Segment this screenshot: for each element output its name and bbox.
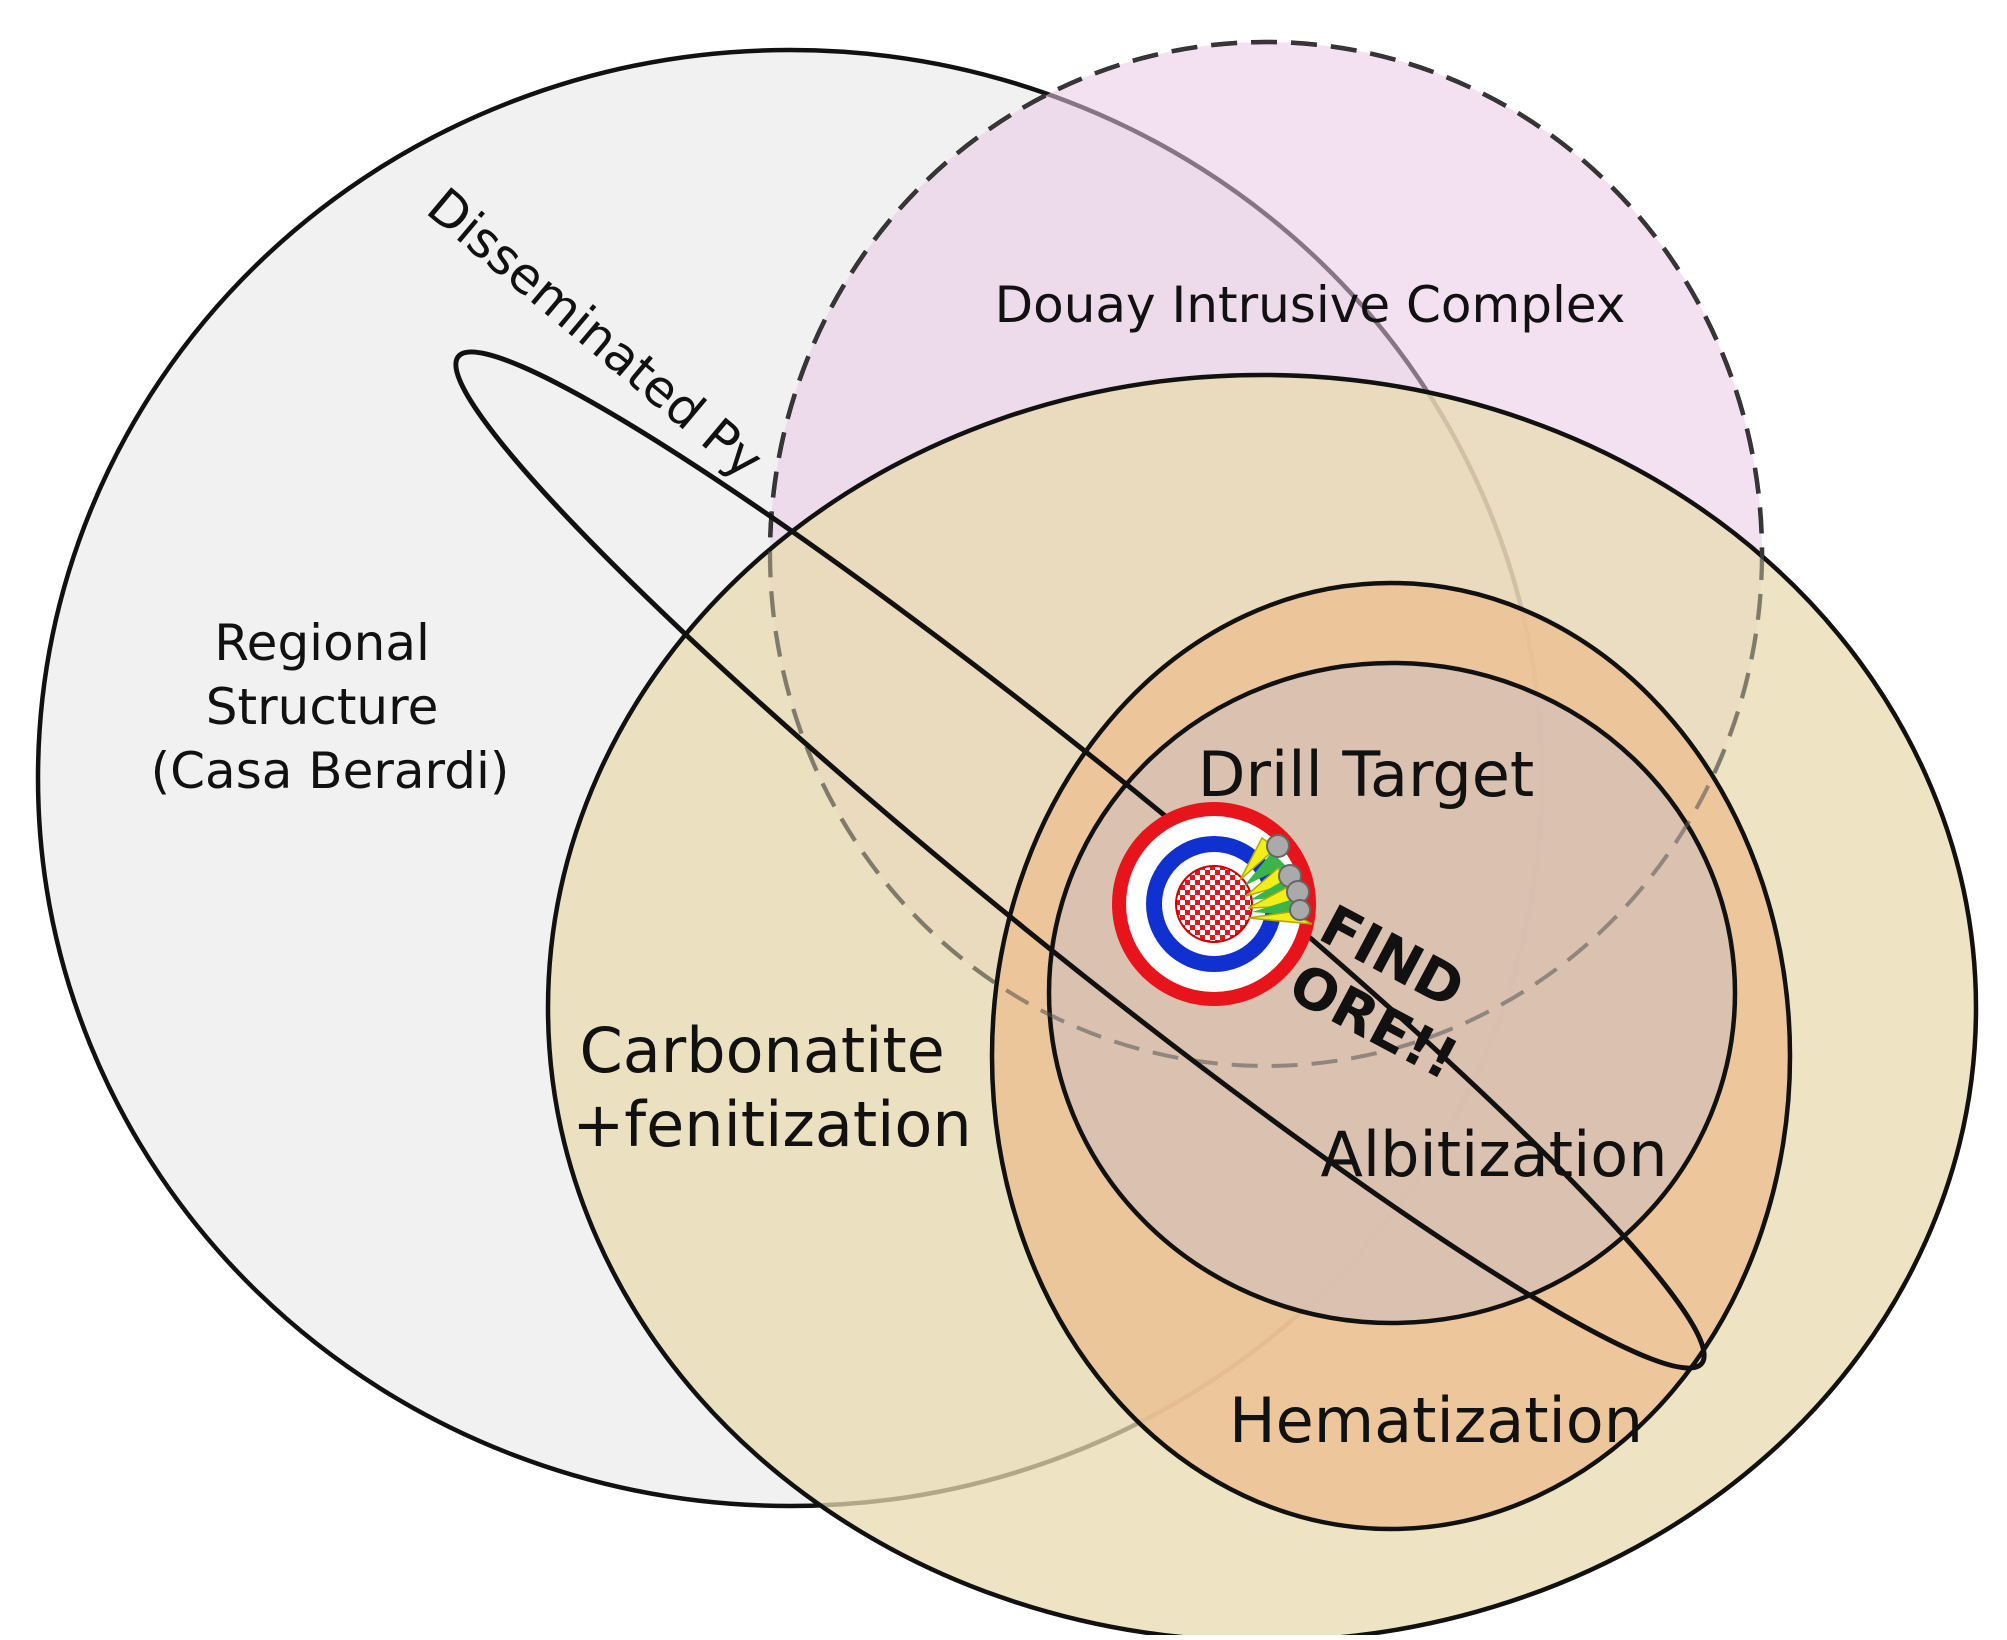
disseminated-py-ellipse	[453, 349, 1707, 1371]
drill-target-label: Drill Target	[1198, 738, 1534, 811]
dart-icon	[1239, 834, 1313, 925]
douay-outline-overlay	[768, 40, 1764, 1068]
hematization-label: Hematization	[1229, 1384, 1643, 1457]
douay-intrusive-complex-label: Douay Intrusive Complex	[995, 276, 1626, 334]
regional-structure-label: Regional Structure (Casa Berardi)	[151, 614, 510, 800]
carbonatite-label: Carbonatite +fenitization	[572, 1014, 971, 1161]
albitization-label: Albitization	[1320, 1118, 1667, 1191]
